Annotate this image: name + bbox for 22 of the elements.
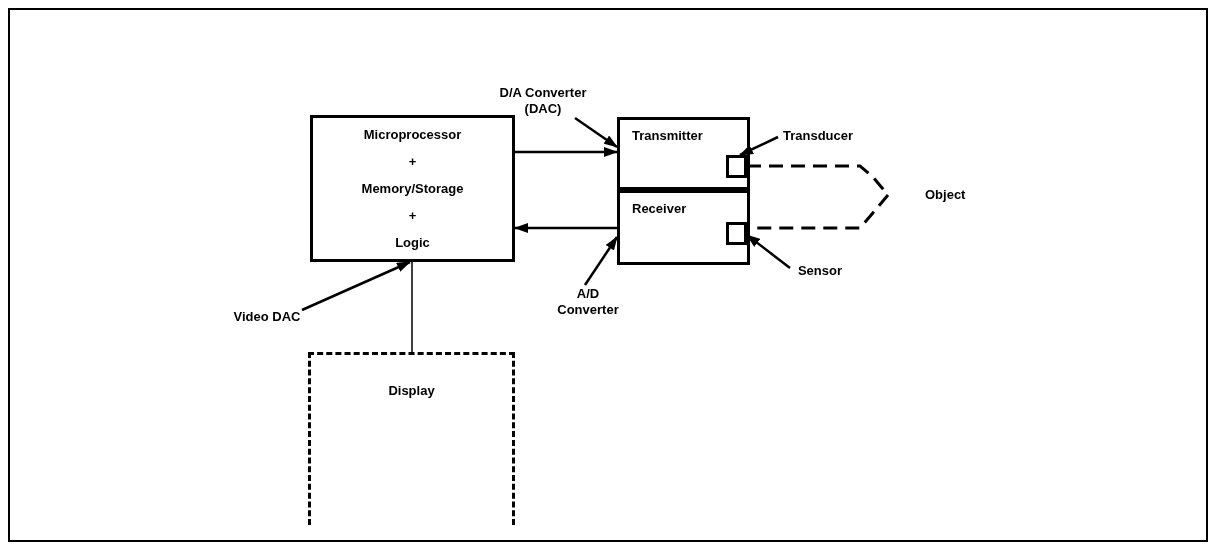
box-label: Microprocessor + Memory/Storage + Logic <box>361 126 464 252</box>
callout-text: A/D Converter <box>548 285 628 319</box>
receiver-box <box>617 190 750 265</box>
callout-text: Video DAC <box>232 300 302 334</box>
leader-arrow <box>739 135 779 157</box>
object-label: Object <box>888 183 998 207</box>
leader-arrow <box>574 116 618 149</box>
callout-text: D/A Converter (DAC) <box>488 84 598 118</box>
sensor-square <box>726 222 747 245</box>
transducer-square <box>726 155 747 178</box>
box-label: Transmitter <box>632 128 703 144</box>
leader-arrow <box>583 236 619 286</box>
box-label: Receiver <box>632 201 687 217</box>
callout-text: Transducer <box>778 127 858 145</box>
display-box <box>308 352 515 525</box>
transmitter-box <box>617 117 750 190</box>
connector-arrow <box>515 147 618 157</box>
processor-box <box>310 115 515 262</box>
callout-text: Sensor <box>790 262 850 280</box>
leader-arrow <box>301 260 411 312</box>
connector-arrow <box>514 223 617 233</box>
box-label: Display <box>388 383 435 399</box>
